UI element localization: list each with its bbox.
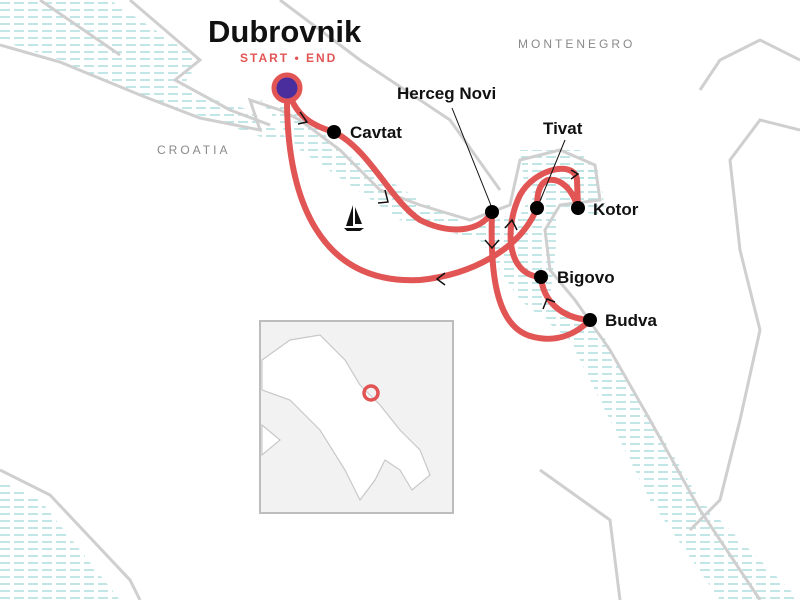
stop-label-budva: Budva — [605, 311, 657, 330]
page-title: Dubrovnik — [208, 14, 362, 49]
inset-locator-map — [259, 320, 454, 514]
sailboat-icon — [344, 205, 364, 231]
route-bigovo-kotor — [507, 165, 581, 280]
country-label-montenegro: MONTENEGRO — [518, 37, 636, 51]
stop-label-kotor: Kotor — [593, 200, 639, 219]
herceg-novi-leader — [451, 107, 493, 209]
stop-label-bigovo: Bigovo — [557, 268, 615, 287]
route-kotor-tivat — [534, 176, 581, 211]
stop-label-tivat: Tivat — [543, 119, 583, 138]
tivat-leader — [537, 139, 566, 207]
start-end-label: START • END — [240, 51, 338, 65]
kotor-marker[interactable] — [571, 201, 585, 215]
inset-location-marker — [362, 384, 380, 402]
dubrovnik-marker[interactable] — [271, 72, 303, 104]
stop-label-cavtat: Cavtat — [350, 123, 402, 142]
route-cavtat-hercegnovi — [331, 129, 495, 233]
tivat-marker[interactable] — [530, 201, 544, 215]
budva-marker[interactable] — [583, 313, 597, 327]
country-label-croatia: CROATIA — [157, 143, 231, 157]
cavtat-marker[interactable] — [327, 125, 341, 139]
route-tivat-dubrovnik — [283, 85, 540, 284]
direction-arrows — [297, 111, 580, 310]
bigovo-marker[interactable] — [534, 270, 548, 284]
herceg-novi-marker[interactable] — [485, 205, 499, 219]
stop-label-herceg-novi: Herceg Novi — [397, 84, 497, 103]
